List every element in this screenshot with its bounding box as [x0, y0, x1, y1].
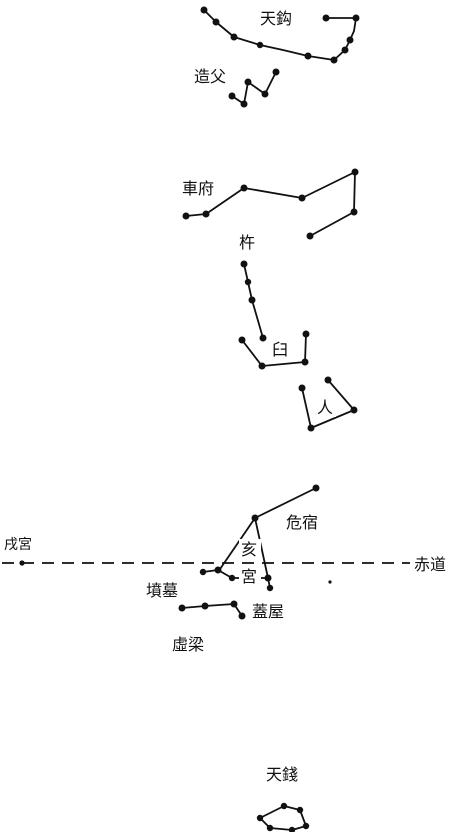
tiangou-star — [230, 33, 238, 41]
tiangou-star — [352, 14, 360, 22]
chu-line — [243, 263, 264, 339]
constellation-chefu — [182, 168, 359, 240]
constellation-tiangou — [200, 6, 360, 64]
fenmu-star — [214, 566, 222, 574]
ren-star — [350, 406, 358, 414]
jiu-star — [301, 358, 309, 366]
label-fenmu: 墳墓 — [146, 581, 178, 600]
weisu-line — [254, 517, 269, 579]
ren-line — [301, 379, 355, 429]
constellation-chu — [240, 260, 267, 342]
chefu-star — [240, 184, 248, 192]
gaiwu-star — [238, 612, 246, 620]
weisu-star — [312, 484, 320, 492]
zaofu-star — [228, 92, 236, 100]
label-tiangou: 天鈎 — [260, 9, 292, 28]
label-chefu: 車府 — [182, 179, 214, 198]
tiangou-line — [203, 9, 357, 61]
chu-star — [248, 296, 256, 304]
tianqian-star — [280, 802, 288, 810]
label-chu: 杵 — [239, 233, 255, 252]
tiangou-star — [212, 18, 220, 26]
label-jiu: 臼 — [272, 340, 288, 359]
chefu-star — [306, 232, 314, 240]
gaiwu-star — [178, 604, 186, 612]
zaofu-line — [231, 71, 277, 105]
tianqian-star — [288, 826, 296, 832]
ren-star — [307, 424, 315, 432]
zaofu-star — [244, 78, 252, 86]
label-chidao: 赤道 — [414, 555, 446, 574]
jiu-star — [302, 330, 310, 338]
label-huliang: 虛梁 — [172, 635, 204, 654]
label-ren: 人 — [317, 398, 333, 417]
label-zaofu: 造父 — [194, 67, 226, 86]
zaofu-star — [261, 90, 269, 98]
fenmu-star — [266, 584, 274, 592]
chefu-star — [298, 194, 306, 202]
tianqian-star — [302, 822, 310, 830]
constellation-weisu — [217, 484, 320, 579]
zaofu-star — [272, 68, 280, 76]
chefu-star — [351, 168, 359, 176]
gaiwu-star — [230, 600, 238, 608]
tiangou-star — [304, 52, 312, 60]
tiangou-star — [346, 36, 354, 44]
constellation-ren — [298, 376, 358, 432]
stray-star — [328, 580, 332, 584]
tiangou-star — [256, 41, 264, 49]
label-haigong-1: 亥 — [241, 540, 257, 559]
constellation-tianqian — [256, 802, 310, 832]
label-haigong-2: 宮 — [241, 567, 257, 586]
xugong-marker — [19, 560, 25, 566]
chu-star — [240, 260, 248, 268]
gaiwu-line — [181, 603, 243, 617]
ren-star — [324, 376, 332, 384]
label-tianqian: 天錢 — [266, 765, 298, 784]
tiangou-star — [330, 56, 338, 64]
label-weisu: 危宿 — [286, 513, 318, 532]
fenmu-star — [228, 574, 236, 582]
constellation-zaofu — [228, 68, 280, 108]
chu-star — [259, 334, 267, 342]
constellation-jiu — [238, 330, 310, 370]
tiangou-star — [200, 6, 208, 14]
jiu-line — [241, 333, 307, 367]
chefu-star — [350, 208, 358, 216]
weisu-star — [251, 514, 259, 522]
chefu-star — [202, 210, 210, 218]
chu-star — [244, 278, 252, 286]
jiu-star — [258, 362, 266, 370]
tianqian-star — [266, 824, 274, 832]
fenmu-star — [264, 574, 272, 582]
ren-star — [298, 384, 306, 392]
label-xugong: 戌宮 — [4, 537, 32, 553]
jiu-star — [238, 336, 246, 344]
tiangou-star — [322, 14, 330, 22]
label-gaiwu: 蓋屋 — [252, 602, 284, 621]
gaiwu-star — [201, 602, 209, 610]
constellation-fenmu — [199, 566, 274, 592]
chefu-star — [182, 212, 190, 220]
zaofu-star — [240, 100, 248, 108]
fenmu-star — [199, 568, 207, 576]
tianqian-star — [296, 806, 304, 814]
constellation-gaiwu — [178, 600, 246, 620]
tianqian-star — [256, 814, 264, 822]
tiangou-star — [341, 46, 349, 54]
